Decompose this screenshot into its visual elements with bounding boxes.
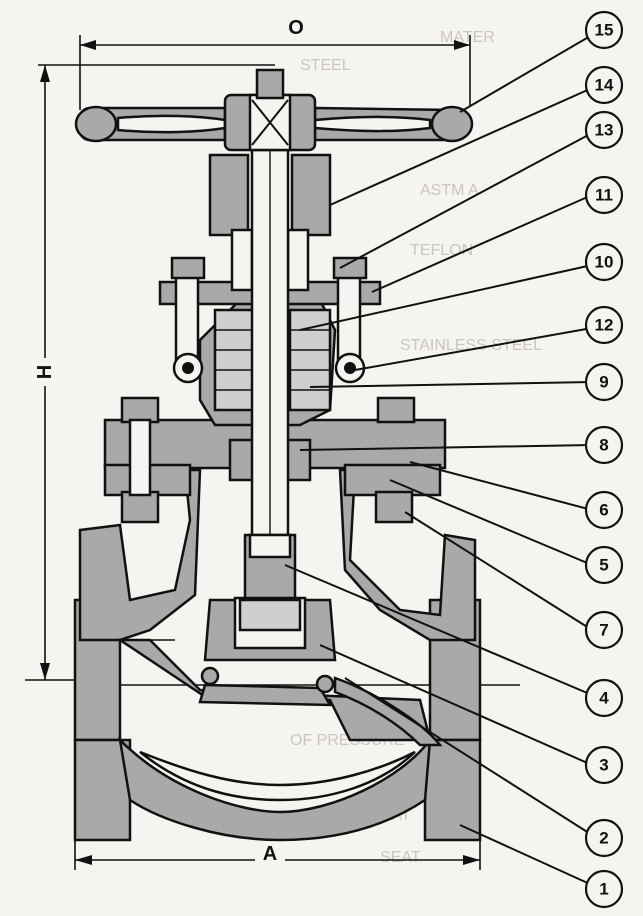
dimension-o-label: O bbox=[288, 17, 304, 39]
handwheel bbox=[74, 68, 474, 152]
callout-11-label: 11 bbox=[595, 186, 613, 205]
callout-14-label: 14 bbox=[595, 76, 614, 95]
ghost-row8: SEAT bbox=[380, 849, 421, 866]
dimension-h: H bbox=[25, 64, 275, 681]
callout-3: 3 bbox=[584, 745, 624, 785]
dimension-a-label: A bbox=[263, 843, 277, 865]
callout-12-label: 12 bbox=[595, 316, 614, 335]
callout-9: 9 bbox=[584, 362, 624, 402]
eye-bolt-right bbox=[332, 256, 368, 384]
callout-4: 4 bbox=[584, 678, 624, 718]
callout-7: 7 bbox=[584, 610, 624, 650]
bonnet-bolt-right bbox=[374, 396, 416, 524]
callout-14: 14 bbox=[584, 65, 624, 105]
ghost-row1: MATER bbox=[440, 29, 495, 46]
callout-1: 1 bbox=[584, 869, 624, 909]
stem bbox=[243, 118, 297, 617]
ghost-row2: STEEL bbox=[300, 57, 351, 74]
callout-3-label: 3 bbox=[599, 756, 608, 775]
valve-body bbox=[73, 468, 482, 842]
yoke bbox=[208, 153, 332, 292]
ghost-row5: STAINLESS STEEL bbox=[400, 337, 542, 354]
callout-11: 11 bbox=[584, 175, 624, 215]
callout-5: 5 bbox=[584, 545, 624, 585]
callout-10-label: 10 bbox=[595, 253, 614, 272]
callout-8-label: 8 bbox=[599, 436, 608, 455]
callout-6: 6 bbox=[584, 490, 624, 530]
callout-10: 10 bbox=[584, 242, 624, 282]
dimension-h-label: H bbox=[34, 365, 56, 379]
callout-8: 8 bbox=[584, 425, 624, 465]
ghost-row3: ASTM A bbox=[420, 182, 479, 199]
callout-13: 13 bbox=[584, 110, 624, 150]
callout-5-label: 5 bbox=[599, 556, 608, 575]
callout-6-label: 6 bbox=[599, 501, 608, 520]
dimension-a: A bbox=[74, 840, 481, 870]
callout-2: 2 bbox=[584, 818, 624, 858]
callout-2-label: 2 bbox=[599, 829, 608, 848]
callout-12: 12 bbox=[584, 305, 624, 345]
eye-bolt-left bbox=[170, 256, 206, 384]
dimension-o: O bbox=[79, 16, 471, 110]
callout-9-label: 9 bbox=[599, 373, 608, 392]
leader-lines bbox=[284, 34, 593, 886]
bonnet-bolt-left bbox=[120, 396, 160, 524]
packing bbox=[213, 308, 332, 412]
callout-7-label: 7 bbox=[599, 621, 608, 640]
callout-15-label: 15 bbox=[595, 21, 614, 40]
callout-4-label: 4 bbox=[599, 689, 609, 708]
callout-15: 15 bbox=[584, 10, 624, 50]
bonnet bbox=[103, 256, 447, 524]
callout-1-label: 1 bbox=[599, 880, 608, 899]
disc bbox=[203, 596, 337, 662]
callout-13-label: 13 bbox=[595, 121, 614, 140]
